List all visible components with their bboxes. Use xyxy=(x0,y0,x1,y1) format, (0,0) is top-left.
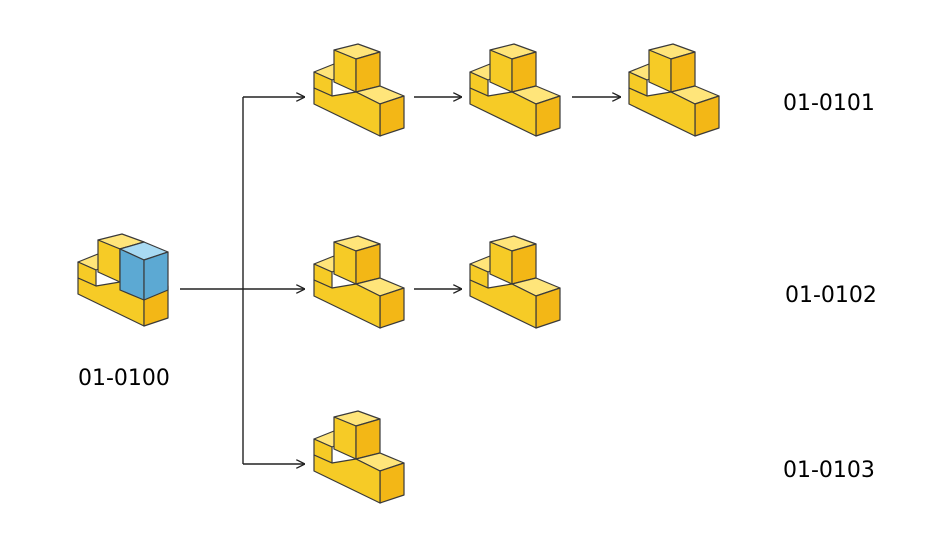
t-block-icon xyxy=(628,43,720,137)
branch-1-label: 01-0101 xyxy=(783,91,875,116)
branch-2-label: 01-0102 xyxy=(785,283,877,308)
t-block-icon xyxy=(313,410,405,504)
t-block-icon xyxy=(313,43,405,137)
branch-3-label: 01-0103 xyxy=(783,458,875,483)
connector-lines xyxy=(180,97,621,464)
t-block-icon xyxy=(313,235,405,329)
source-label: 01-0100 xyxy=(78,366,170,391)
t-block-icon xyxy=(469,43,561,137)
process-blocks xyxy=(313,43,720,504)
t-block-icon xyxy=(469,235,561,329)
t-block-with-blue-cube-icon xyxy=(77,233,169,327)
